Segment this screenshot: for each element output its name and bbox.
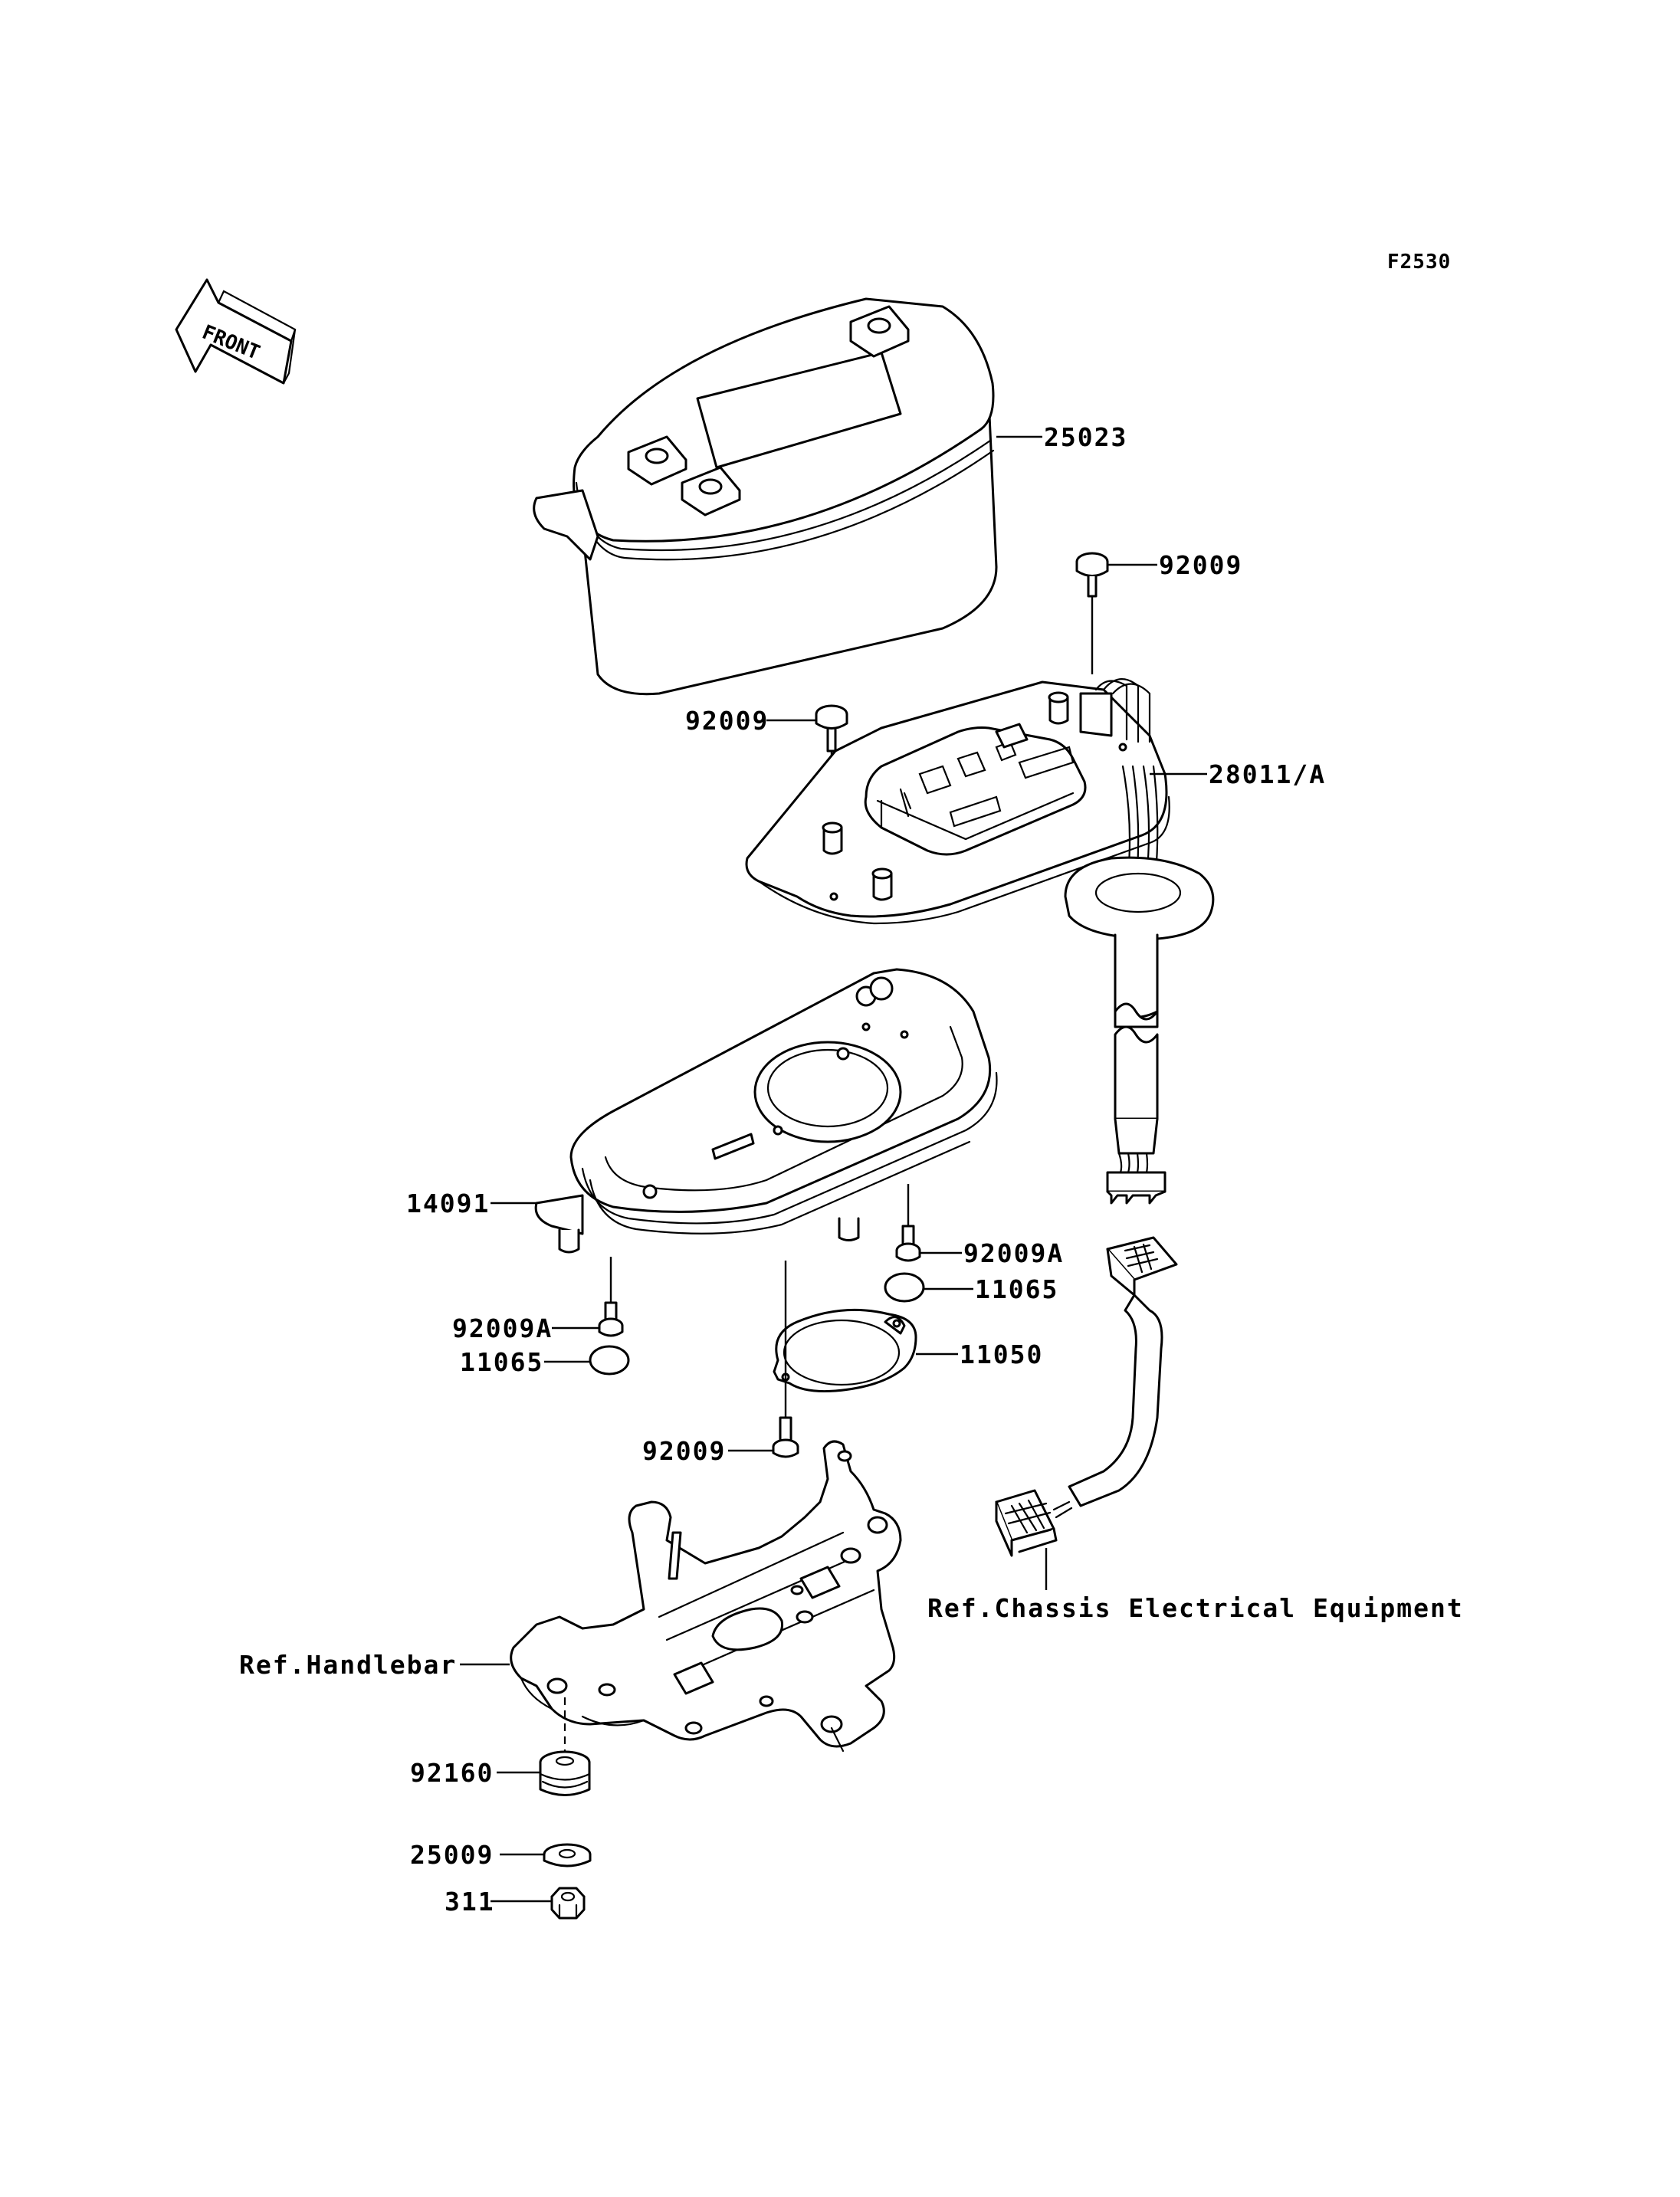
front-arrow-icon: FRONT [175,278,297,385]
label-92009-top: 92009 [1159,550,1242,580]
label-25023: 25023 [1044,422,1127,452]
cap-icon [884,1272,925,1303]
label-92009-low: 92009 [642,1436,726,1466]
washer-icon [543,1843,592,1867]
chassis-harness [995,1236,1178,1557]
button-icon [681,466,741,516]
label-ref-handlebar: Ref.Handlebar [239,1650,457,1680]
button-icon [627,435,687,486]
label-92160: 92160 [410,1758,494,1788]
label-11050: 11050 [960,1340,1043,1369]
screw-icon [1075,552,1109,598]
label-11065-right: 11065 [975,1274,1058,1304]
gasket-11050 [773,1308,917,1392]
post-icon [838,1217,860,1241]
label-ref-chassis: Ref.Chassis Electrical Equipment [927,1593,1464,1623]
label-14091: 14091 [406,1189,490,1218]
screw-icon [815,704,848,753]
stud-icon [871,867,893,901]
meter-case-14091 [534,968,998,1254]
screw-icon [895,1225,921,1262]
label-92009-mid: 92009 [685,706,769,736]
meter-unit-28011 [745,678,1170,925]
label-25009: 25009 [410,1840,494,1870]
label-11065-left: 11065 [460,1347,543,1377]
screw-icon [598,1301,624,1337]
damper-icon [539,1750,591,1796]
label-92009A-left: 92009A [452,1313,553,1343]
post-icon [558,1228,580,1254]
figure-code: F2530 [1387,251,1451,274]
wire-harness [1064,765,1215,1205]
cap-icon [589,1345,630,1376]
button-icon [849,305,910,358]
meter-cover-25023 [533,297,998,696]
label-311: 311 [445,1887,495,1917]
label-92009A-right: 92009A [963,1238,1064,1268]
screw-icon [772,1416,799,1458]
stud-icon [822,821,843,855]
label-28011: 28011/A [1209,759,1326,789]
handlebar-bracket [510,1440,902,1753]
nut-icon [550,1887,586,1920]
stud-icon [1048,691,1069,725]
